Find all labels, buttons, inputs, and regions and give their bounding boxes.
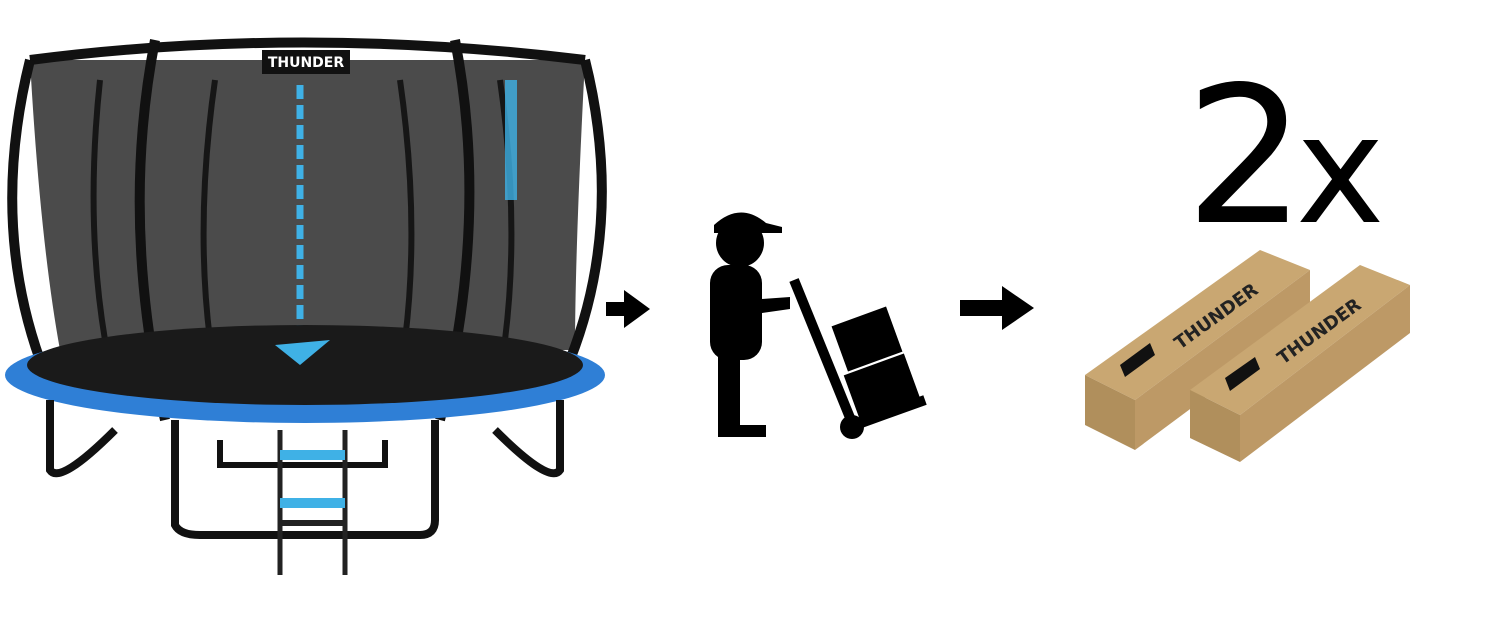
trampoline-image: THUNDER — [5, 37, 607, 575]
courier-hand-truck-icon — [710, 212, 927, 439]
logo-badge — [262, 50, 350, 74]
cardboard-box: THUNDER — [1085, 250, 1310, 450]
mat-logo-icon — [275, 340, 330, 365]
package-count-number: 2 — [1185, 46, 1306, 267]
right-arrow-icon — [606, 290, 650, 328]
cardboard-box: THUNDER — [1190, 265, 1410, 462]
cardboard-boxes-image: THUNDER THUNDER — [1085, 250, 1410, 462]
package-count: 2x — [1185, 62, 1395, 262]
ladder — [277, 430, 348, 575]
top-net-ring — [29, 37, 586, 65]
safety-net — [30, 60, 585, 350]
right-arrow-icon — [960, 286, 1034, 330]
logo-text: THUNDER — [268, 55, 345, 71]
package-count-suffix: x — [1295, 84, 1385, 258]
jumping-mat — [27, 325, 583, 405]
